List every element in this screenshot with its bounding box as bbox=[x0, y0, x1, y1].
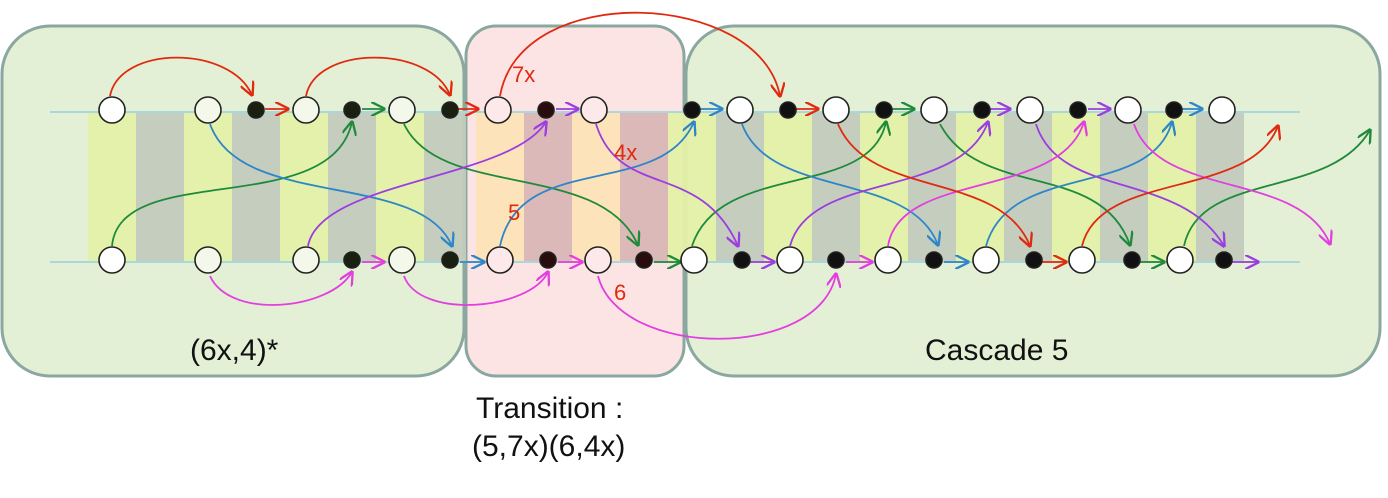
nodes-top bbox=[98, 96, 1236, 124]
open-node-icon bbox=[580, 96, 608, 124]
open-node-icon bbox=[98, 96, 126, 124]
open-node-icon bbox=[194, 246, 222, 274]
arrow-icon bbox=[985, 122, 1172, 247]
filled-node-icon bbox=[539, 251, 557, 269]
stripe bbox=[572, 112, 620, 262]
connector-arrows bbox=[265, 109, 1258, 262]
filled-node-icon bbox=[441, 101, 459, 119]
stripe bbox=[88, 112, 136, 262]
filled-node-icon bbox=[1025, 251, 1043, 269]
open-node-icon bbox=[1166, 246, 1194, 274]
arrow-icon bbox=[1081, 126, 1278, 247]
annotations: 7x 4x 5 6 bbox=[508, 62, 637, 305]
open-node-icon bbox=[292, 96, 320, 124]
annotation-7x: 7x bbox=[512, 62, 535, 87]
open-node-icon bbox=[194, 96, 222, 124]
open-node-icon bbox=[726, 96, 754, 124]
arrow-icon bbox=[499, 122, 694, 247]
nodes-bottom bbox=[98, 246, 1233, 274]
open-node-icon bbox=[98, 246, 126, 274]
filled-node-icon bbox=[247, 101, 265, 119]
open-node-icon bbox=[822, 96, 850, 124]
open-node-icon bbox=[484, 96, 512, 124]
annotation-5: 5 bbox=[508, 200, 520, 225]
filled-node-icon bbox=[973, 101, 991, 119]
stripe bbox=[860, 112, 908, 262]
arrow-icon bbox=[789, 122, 988, 247]
stripe bbox=[184, 112, 232, 262]
arrow-icon bbox=[837, 123, 1030, 246]
open-node-icon bbox=[486, 246, 514, 274]
filled-node-icon bbox=[1123, 251, 1141, 269]
transition-label-line1: Transition : bbox=[476, 392, 624, 425]
curved-arrows bbox=[109, 11, 1370, 340]
open-node-icon bbox=[1016, 96, 1044, 124]
stripe bbox=[908, 112, 956, 262]
filled-node-icon bbox=[1165, 101, 1183, 119]
arrow-icon bbox=[1133, 123, 1330, 244]
arrow-icon bbox=[499, 11, 780, 96]
annotation-4x: 4x bbox=[614, 140, 637, 165]
open-node-icon bbox=[1068, 246, 1096, 274]
arrow-icon bbox=[939, 123, 1130, 245]
stripe bbox=[136, 112, 184, 262]
arrow-icon bbox=[305, 56, 450, 96]
stripe bbox=[716, 112, 764, 262]
open-node-icon bbox=[292, 246, 320, 274]
stripes bbox=[88, 112, 1244, 262]
arrow-icon bbox=[741, 123, 938, 245]
open-node-icon bbox=[920, 96, 948, 124]
stripe bbox=[476, 112, 524, 262]
filled-node-icon bbox=[925, 251, 943, 269]
filled-node-icon bbox=[343, 101, 361, 119]
stripe bbox=[620, 112, 668, 262]
arrow-icon bbox=[403, 272, 548, 306]
open-node-icon bbox=[388, 246, 416, 274]
filled-node-icon bbox=[635, 251, 653, 269]
arrow-icon bbox=[109, 56, 252, 96]
open-node-icon bbox=[584, 246, 612, 274]
stripe bbox=[328, 112, 376, 262]
open-node-icon bbox=[1114, 96, 1142, 124]
arrow-icon bbox=[209, 123, 452, 246]
filled-node-icon bbox=[875, 101, 893, 119]
filled-node-icon bbox=[537, 101, 555, 119]
filled-node-icon bbox=[441, 251, 459, 269]
filled-node-icon bbox=[1069, 101, 1087, 119]
arrow-icon bbox=[111, 122, 352, 247]
transition-label-line2: (5,7x)(6,4x) bbox=[472, 430, 626, 463]
open-node-icon bbox=[1208, 96, 1236, 124]
open-node-icon bbox=[776, 246, 804, 274]
filled-node-icon bbox=[779, 101, 797, 119]
arrow-icon bbox=[1035, 123, 1224, 246]
stripe bbox=[956, 112, 1004, 262]
open-node-icon bbox=[874, 246, 902, 274]
panel-left-label: (6x,4)* bbox=[190, 334, 279, 367]
arrow-icon bbox=[597, 274, 836, 340]
open-node-icon bbox=[972, 246, 1000, 274]
stripe bbox=[1100, 112, 1148, 262]
panel-right-label: Cascade 5 bbox=[925, 334, 1069, 367]
arrow-icon bbox=[595, 123, 738, 246]
open-node-icon bbox=[680, 246, 708, 274]
filled-node-icon bbox=[1215, 251, 1233, 269]
filled-node-icon bbox=[683, 101, 701, 119]
filled-node-icon bbox=[733, 251, 751, 269]
arrow-icon bbox=[307, 122, 546, 247]
arrow-icon bbox=[691, 122, 886, 247]
arrow-icon bbox=[1183, 130, 1370, 247]
filled-node-icon bbox=[827, 251, 845, 269]
filled-node-icon bbox=[343, 251, 361, 269]
stripe bbox=[424, 112, 466, 262]
arrow-icon bbox=[209, 272, 352, 306]
annotation-6: 6 bbox=[614, 280, 626, 305]
arrow-icon bbox=[887, 122, 1084, 247]
open-node-icon bbox=[388, 96, 416, 124]
stripe bbox=[812, 112, 860, 262]
arrow-icon bbox=[403, 123, 638, 245]
